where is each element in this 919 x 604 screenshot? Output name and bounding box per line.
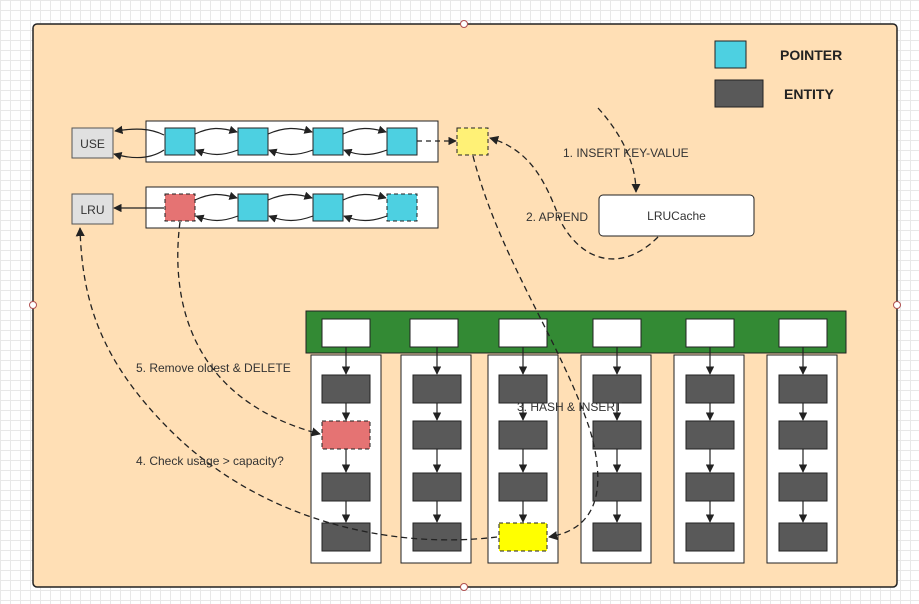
entity (592, 472, 642, 502)
lru-list-links (113, 191, 388, 223)
entity (412, 420, 462, 450)
use-pointer-3 (312, 127, 344, 156)
entity (778, 522, 828, 552)
hash-slot (498, 318, 548, 348)
entity (685, 522, 735, 552)
entity (498, 374, 548, 404)
flow-check-usage (75, 227, 498, 541)
resize-handle-top[interactable] (460, 20, 468, 28)
step3-label: 3. HASH & INSERT (517, 400, 623, 414)
entity (778, 374, 828, 404)
flow-remove-oldest (177, 221, 321, 437)
hash-slot (778, 318, 828, 348)
entity (592, 374, 642, 404)
legend-entity-label: ENTITY (784, 86, 834, 102)
use-node (71, 127, 114, 159)
entity (685, 374, 735, 404)
lru-pointer-2 (237, 193, 269, 222)
entity (412, 522, 462, 552)
legend-pointer-label: POINTER (780, 47, 842, 63)
entity-oldest (321, 420, 371, 450)
lrucache-node (598, 194, 755, 237)
use-label: USE (80, 137, 105, 151)
step5-label: 5. Remove oldest & DELETE (136, 361, 291, 375)
entity (778, 472, 828, 502)
entity (592, 420, 642, 450)
flow-insert (597, 107, 641, 193)
entity (778, 420, 828, 450)
entity (321, 374, 371, 404)
hash-slot (321, 318, 371, 348)
hash-slot (409, 318, 459, 348)
lru-oldest-pointer (164, 193, 196, 222)
entity (321, 472, 371, 502)
lrucache-label: LRUCache (647, 209, 706, 223)
flow-arrows (75, 107, 659, 541)
resize-handle-right[interactable] (893, 301, 901, 309)
entity-new (498, 522, 548, 552)
entity (685, 420, 735, 450)
entities (321, 374, 828, 552)
legend-entity-swatch (714, 79, 764, 108)
step2-label: 2. APPEND (526, 210, 588, 224)
entity (498, 472, 548, 502)
lru-node (71, 193, 114, 225)
use-pointer-4 (386, 127, 418, 156)
entity (498, 420, 548, 450)
use-pointer-2 (237, 127, 269, 156)
flow-hash-insert (472, 155, 599, 541)
use-new-pointer (456, 127, 489, 156)
resize-handle-left[interactable] (29, 301, 37, 309)
entity (412, 374, 462, 404)
step4-label: 4. Check usage > capacity? (136, 454, 284, 468)
lru-label: LRU (80, 203, 104, 217)
entity (685, 472, 735, 502)
legend-pointer-swatch (714, 40, 747, 69)
use-list-links (113, 125, 457, 161)
resize-handle-bottom[interactable] (460, 583, 468, 591)
flow-append (489, 136, 659, 260)
lru-pointer-3 (312, 193, 344, 222)
entity (592, 522, 642, 552)
step1-label: 1. INSERT KEY-VALUE (563, 146, 689, 160)
lru-pointer-4 (386, 193, 418, 222)
hash-slot (685, 318, 735, 348)
entity (412, 472, 462, 502)
bucket-arrows (341, 347, 808, 523)
use-pointer-1 (164, 127, 196, 156)
hash-table-bar (305, 310, 847, 354)
hash-slot (592, 318, 642, 348)
